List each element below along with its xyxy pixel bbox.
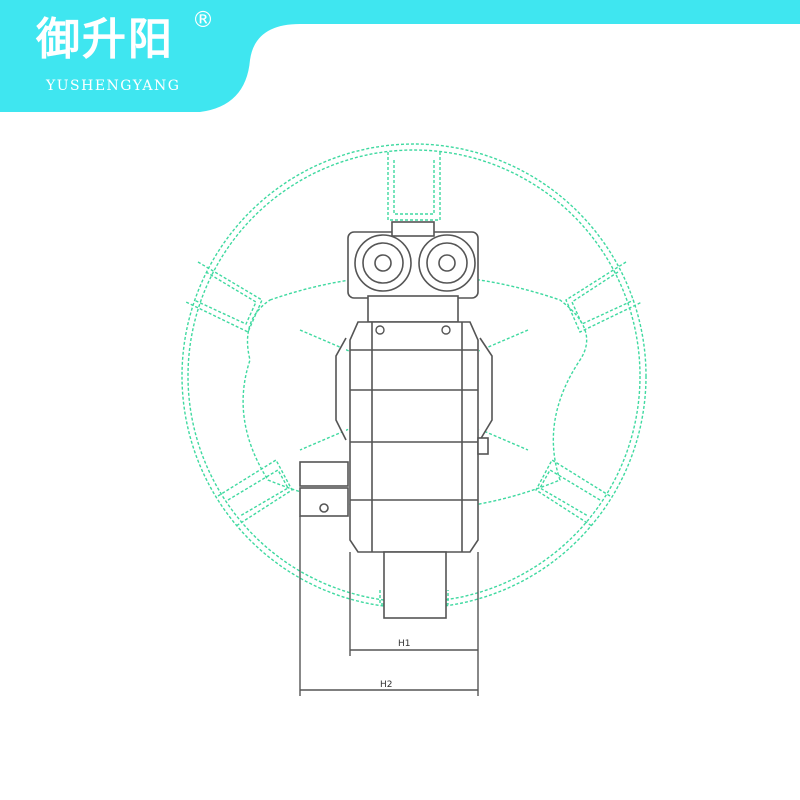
registered-mark: ® (192, 8, 214, 33)
dimension-lines (299, 516, 479, 696)
connector-knob-right (418, 234, 476, 292)
dimension-h2-label: H2 (380, 680, 393, 690)
mount-holes (375, 325, 451, 335)
brand-logo-text: 御升阳 (36, 14, 174, 65)
brand-romanized: YUSHENGYANG (46, 78, 181, 94)
motor-assembly (299, 221, 493, 619)
dimension-h1-label: H1 (398, 639, 411, 649)
brand-tab (0, 0, 800, 112)
connector-knob-left (354, 234, 412, 292)
